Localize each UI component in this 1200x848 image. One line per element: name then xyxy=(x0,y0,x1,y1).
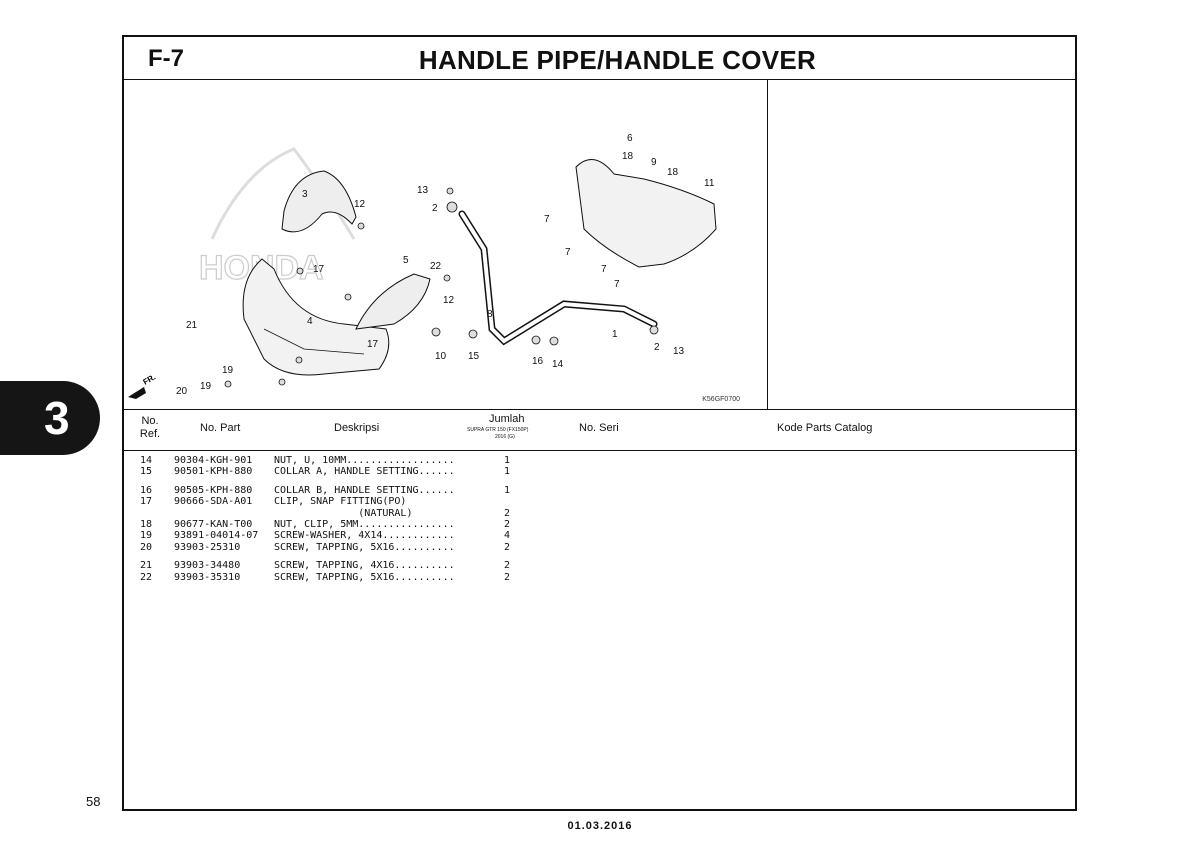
col-no-seri: No. Seri xyxy=(579,422,619,434)
svg-text:22: 22 xyxy=(430,261,442,272)
part-4-front-cover xyxy=(242,258,390,376)
part-5-visor xyxy=(355,273,431,330)
col-no-ref: No. Ref. xyxy=(139,415,161,440)
svg-text:7: 7 xyxy=(565,247,571,258)
page-number: 58 xyxy=(86,794,101,809)
svg-text:9: 9 xyxy=(651,157,657,168)
svg-text:7: 7 xyxy=(544,214,550,225)
col-year: 2016 (G) xyxy=(495,434,515,440)
parts-diagram: HONDA xyxy=(124,79,768,409)
cover-detail xyxy=(263,328,365,355)
svg-text:FR.: FR. xyxy=(142,372,158,386)
section-code: F-7 xyxy=(148,45,184,72)
parts-table-header: No. Ref. No. Part Deskripsi Jumlah SUPRA… xyxy=(124,409,1075,451)
svg-text:18: 18 xyxy=(622,151,634,162)
svg-text:13: 13 xyxy=(673,346,685,357)
diagram-code: K56GF0700 xyxy=(702,396,740,403)
svg-text:18: 18 xyxy=(667,167,679,178)
svg-text:7: 7 xyxy=(601,264,607,275)
svg-text:12: 12 xyxy=(443,295,455,306)
svg-text:17: 17 xyxy=(367,339,379,350)
page-title: HANDLE PIPE/HANDLE COVER xyxy=(418,45,817,75)
col-deskripsi: Deskripsi xyxy=(334,422,380,434)
part-3-windscreen xyxy=(281,170,357,233)
svg-text:7: 7 xyxy=(614,279,620,290)
col-kode: Kode Parts Catalog xyxy=(777,422,873,434)
svg-text:13: 13 xyxy=(417,185,429,196)
svg-text:16: 16 xyxy=(532,356,544,367)
part-6-rear-cover xyxy=(575,159,717,268)
svg-text:2: 2 xyxy=(654,342,660,353)
col-no-part: No. Part xyxy=(200,422,241,434)
svg-text:19: 19 xyxy=(222,365,234,376)
svg-text:6: 6 xyxy=(627,133,633,144)
svg-text:3: 3 xyxy=(302,189,308,200)
catalog-frame: F-7 HANDLE PIPE/HANDLE COVER HONDA xyxy=(122,35,1077,811)
chapter-number: 3 xyxy=(44,392,70,444)
part-1-handle-pipe-inner xyxy=(460,212,656,344)
svg-text:10: 10 xyxy=(435,351,447,362)
svg-text:11: 11 xyxy=(704,178,715,189)
chapter-tab: 3 xyxy=(0,381,100,455)
svg-text:5: 5 xyxy=(403,255,409,266)
exploded-view-drawing: HONDA xyxy=(128,133,717,399)
svg-text:1: 1 xyxy=(612,329,618,340)
svg-text:21: 21 xyxy=(186,320,198,331)
page-header: F-7 HANDLE PIPE/HANDLE COVER xyxy=(124,37,1075,80)
footer-date: 01.03.2016 xyxy=(567,820,633,832)
svg-text:15: 15 xyxy=(468,351,480,362)
svg-text:2: 2 xyxy=(432,203,438,214)
col-jumlah: Jumlah xyxy=(489,413,525,425)
svg-text:17: 17 xyxy=(313,264,325,275)
svg-text:12: 12 xyxy=(354,199,366,210)
svg-text:14: 14 xyxy=(552,359,564,370)
svg-text:20: 20 xyxy=(176,386,188,397)
col-model: SUPRA GTR 150 (FX150P) xyxy=(467,427,529,433)
svg-text:19: 19 xyxy=(200,381,212,392)
fasteners xyxy=(224,187,659,388)
front-direction-arrow: FR. xyxy=(128,372,157,399)
svg-text:8: 8 xyxy=(487,309,493,320)
svg-text:4: 4 xyxy=(307,316,313,327)
